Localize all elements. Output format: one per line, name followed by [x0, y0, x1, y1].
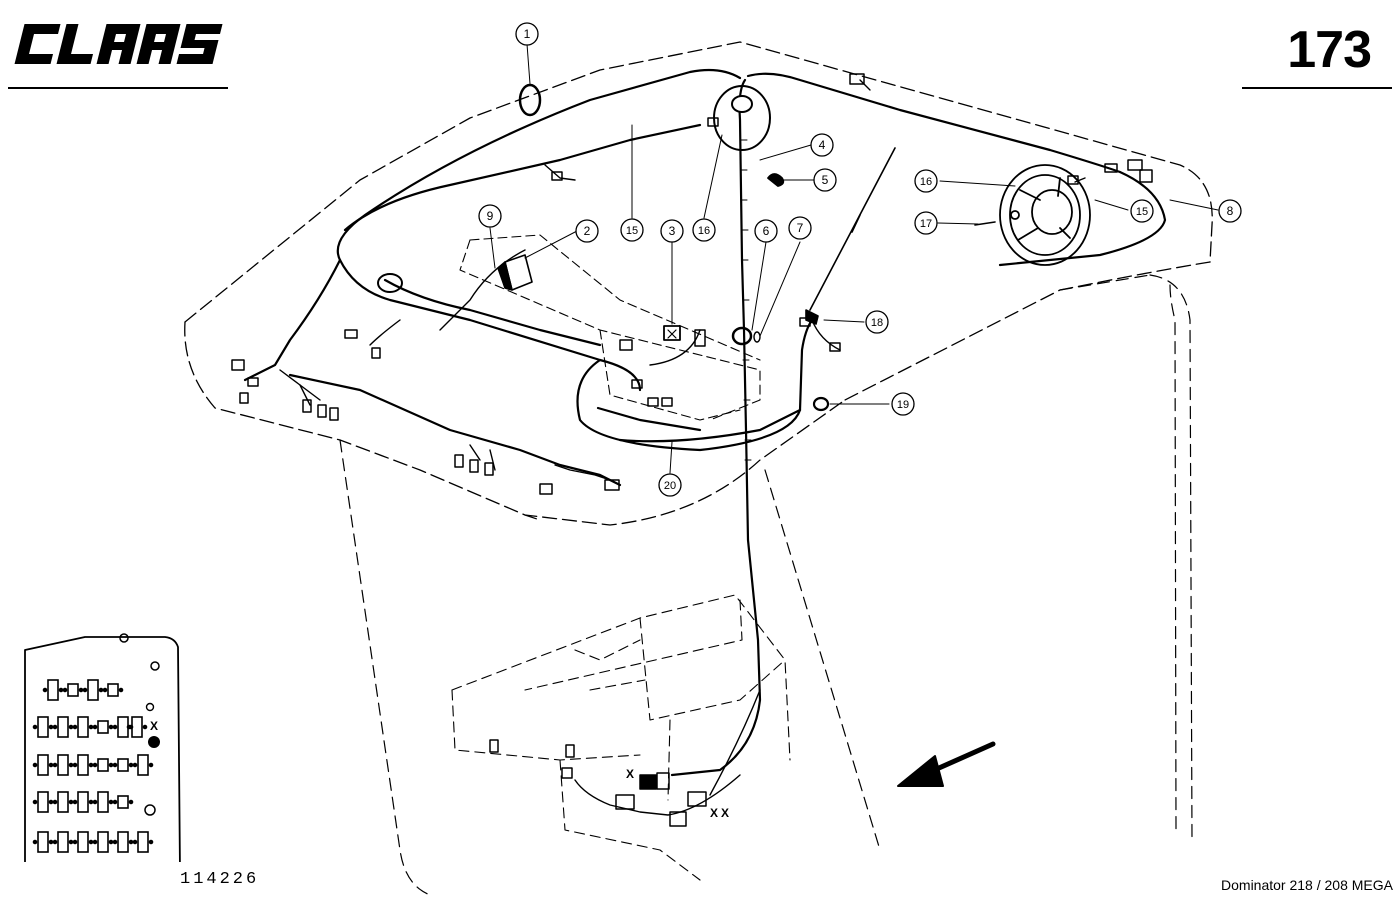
aerial-rod [805, 147, 896, 325]
fuse-slot [137, 754, 149, 776]
fuse-slot [107, 683, 119, 697]
callout-7: 7 [788, 216, 812, 240]
callout-number: 19 [897, 399, 909, 411]
fuse-slot [97, 831, 109, 853]
fuse-slot [117, 716, 129, 738]
callout-number: 20 [664, 480, 676, 492]
callout-8: 8 [1218, 199, 1242, 223]
callout-5: 5 [813, 168, 837, 192]
relay-unit [497, 254, 533, 291]
header-rule-left [8, 87, 228, 89]
fuse-slot [57, 791, 69, 813]
nut [812, 396, 830, 412]
cable-sleeve [740, 139, 752, 461]
branch-cables [279, 79, 1086, 816]
clip [767, 173, 785, 187]
callout-number: 7 [797, 221, 804, 235]
callout-number: 15 [1136, 206, 1148, 218]
callout-15: 15 [1130, 199, 1154, 223]
callout-number: 2 [584, 224, 591, 238]
drawing-number: 114226 [180, 870, 260, 889]
screw [974, 221, 996, 226]
fuse-slot [47, 679, 59, 701]
fuse-slot [117, 831, 129, 853]
callout-6: 6 [754, 219, 778, 243]
connector-label-xx: XX [710, 806, 732, 820]
callout-17: 17 [914, 211, 938, 235]
callout-1: 1 [515, 22, 539, 46]
console-outline [451, 594, 791, 881]
cab-roof-outline [184, 41, 1213, 526]
fuse-panel-x-mark: X [150, 719, 158, 733]
callout-15: 15 [620, 218, 644, 242]
callout-number: 17 [920, 218, 932, 230]
callout-number: 4 [819, 138, 826, 152]
callout-number: 8 [1227, 204, 1234, 218]
fuse-slot [37, 831, 49, 853]
ring-grommet [518, 83, 542, 117]
fuse-slot [77, 716, 89, 738]
callout-9: 9 [478, 204, 502, 228]
callout-19: 19 [891, 392, 915, 416]
fuse-slot [97, 791, 109, 813]
callout-16: 16 [692, 218, 716, 242]
fuse-slot [97, 758, 109, 772]
fuse-slot [97, 720, 109, 734]
header-rule-right [1242, 87, 1392, 89]
callout-number: 18 [871, 317, 883, 329]
switch-unit [663, 325, 681, 341]
fuse-slot [37, 754, 49, 776]
direction-arrow [897, 741, 996, 787]
leader-lines [489, 43, 1219, 474]
fuse-slot [37, 791, 49, 813]
callout-number: 6 [763, 224, 770, 238]
callout-20: 20 [658, 473, 682, 497]
callout-number: 15 [626, 225, 638, 237]
callout-3: 3 [660, 219, 684, 243]
fuse-panel-inset: X [24, 633, 181, 862]
fuse-slot [57, 716, 69, 738]
callout-number: 9 [487, 209, 494, 223]
callout-number: 16 [920, 176, 932, 188]
page-number: 173 [1287, 21, 1372, 79]
connector-label-x: X [626, 767, 634, 781]
callout-number: 1 [524, 27, 531, 41]
fuse-panel-marker [148, 736, 160, 748]
fuse-slot [137, 831, 149, 853]
loudspeaker [999, 164, 1091, 266]
callout-number: 16 [698, 225, 710, 237]
fuse-slot [77, 831, 89, 853]
callout-16: 16 [914, 169, 938, 193]
callout-number: 5 [822, 173, 829, 187]
fuse-grid [32, 679, 154, 853]
fuse-slot [117, 795, 129, 809]
fuse-slot [87, 679, 99, 701]
callout-2: 2 [575, 219, 599, 243]
fuse-slot [77, 754, 89, 776]
grommet-6 [731, 326, 753, 346]
fuse-slot [57, 754, 69, 776]
main-harness [243, 68, 1167, 777]
fuse-slot [117, 758, 129, 772]
cab-body-outline [339, 274, 1193, 896]
fuse-slot [67, 683, 79, 697]
fuse-slot [57, 831, 69, 853]
fuse-slot [131, 716, 143, 738]
machine-model: Dominator 218 / 208 MEGA [1221, 877, 1393, 893]
harness-connectors [231, 73, 1153, 827]
claas-logo [14, 24, 223, 64]
roof-panel-outline [459, 234, 761, 421]
callout-number: 3 [669, 224, 676, 238]
callout-layer: 1 2 3 4 5 6 7 8 9 15 15 16 16 17 18 19 20 [478, 22, 1242, 497]
callout-4: 4 [810, 133, 834, 157]
fuse-slot [77, 791, 89, 813]
fuse-slot [37, 716, 49, 738]
roof-grommet [377, 273, 403, 293]
callout-18: 18 [865, 310, 889, 334]
